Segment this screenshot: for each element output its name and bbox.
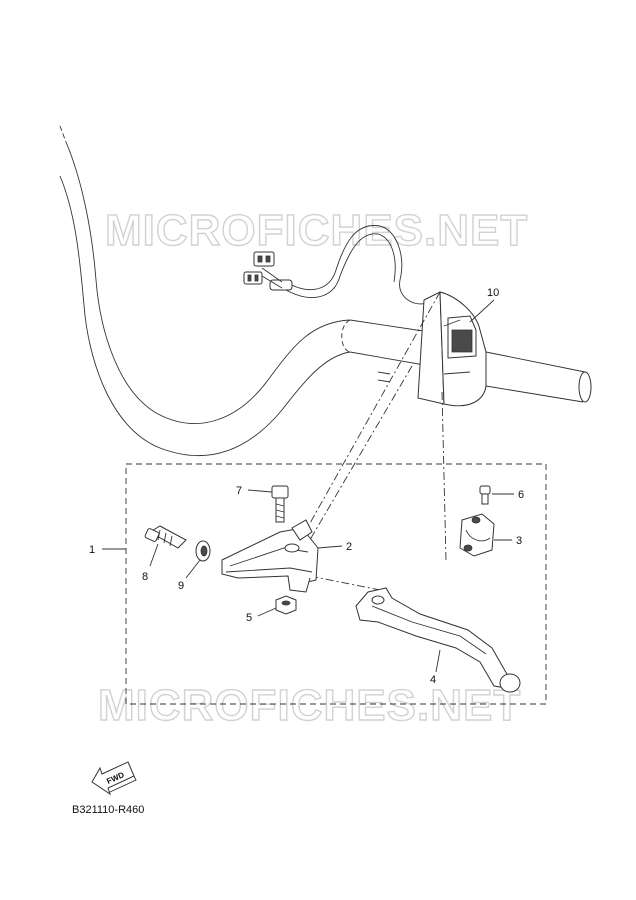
callout-3: 3 bbox=[516, 535, 522, 547]
part-10-handlebar-switch bbox=[417, 291, 487, 407]
diagram-code: B321110-R460 bbox=[72, 804, 144, 816]
callout-9: 9 bbox=[178, 580, 184, 592]
assembly-box bbox=[125, 463, 547, 705]
watermark-top: MICROFICHES.NET bbox=[105, 206, 528, 255]
wire-harness bbox=[243, 225, 433, 305]
handlebar bbox=[59, 125, 592, 456]
leader-switch-clamp bbox=[441, 391, 447, 561]
callout-2: 2 bbox=[346, 541, 352, 553]
callout-1: 1 bbox=[89, 544, 95, 556]
part-8-adjuster-bolt bbox=[144, 525, 187, 549]
watermark-bottom: MICROFICHES.NET bbox=[98, 681, 521, 730]
callout-4: 4 bbox=[430, 674, 436, 686]
callout-6: 6 bbox=[518, 489, 524, 501]
part-4-lever bbox=[355, 587, 521, 693]
part-6-screw bbox=[479, 485, 491, 505]
part-3-clamp bbox=[459, 513, 495, 557]
forward-arrow-icon: FWD bbox=[91, 761, 137, 796]
part-5-nut bbox=[275, 595, 297, 615]
leader-switch-bracket bbox=[295, 291, 441, 549]
leader-bracket-lever bbox=[309, 575, 381, 591]
callout-7: 7 bbox=[236, 485, 242, 497]
part-7-bolt bbox=[271, 485, 289, 523]
part-9-washer bbox=[195, 540, 211, 562]
callout-10: 10 bbox=[487, 287, 499, 299]
callout-leaders bbox=[102, 299, 514, 673]
leader-switch-bracket-2 bbox=[303, 365, 413, 551]
part-2-lever-bracket bbox=[221, 519, 319, 593]
callout-8: 8 bbox=[142, 571, 148, 583]
callout-labels: 1 2 3 4 5 6 7 8 9 10 bbox=[89, 287, 524, 686]
callout-5: 5 bbox=[246, 612, 252, 624]
